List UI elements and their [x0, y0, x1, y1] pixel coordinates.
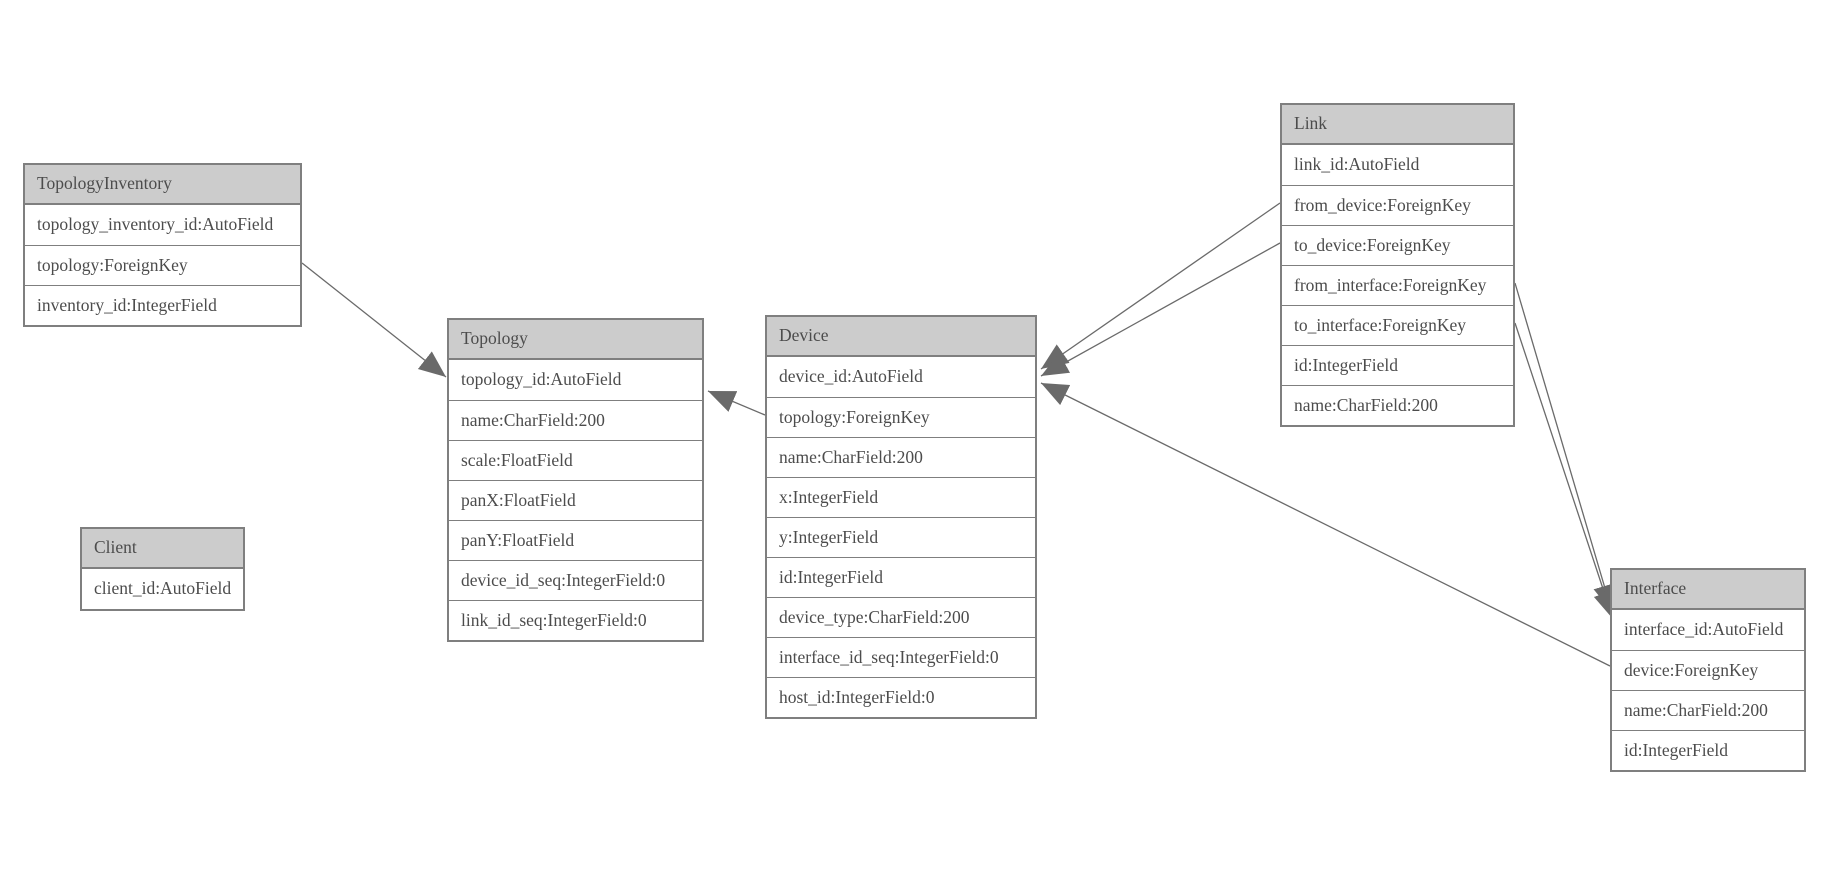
entity-topology[interactable]: Topology topology_id:AutoField name:Char…: [447, 318, 704, 642]
field-row: interface_id_seq:IntegerField:0: [767, 637, 1035, 677]
field-row: id:IntegerField: [767, 557, 1035, 597]
field-row: name:CharField:200: [449, 400, 702, 440]
edge-link-todevice-device: [1040, 242, 1281, 377]
field-row: to_device:ForeignKey: [1282, 225, 1513, 265]
entity-interface[interactable]: Interface interface_id:AutoField device:…: [1610, 568, 1806, 772]
field-row: id:IntegerField: [1612, 730, 1804, 770]
field-row: panX:FloatField: [449, 480, 702, 520]
entity-header-topology-inventory: TopologyInventory: [25, 165, 300, 205]
entity-header-client: Client: [82, 529, 243, 569]
field-row: topology:ForeignKey: [25, 245, 300, 285]
entity-header-interface: Interface: [1612, 570, 1804, 610]
edge-link-fromdevice-device: [1040, 202, 1281, 370]
field-row: panY:FloatField: [449, 520, 702, 560]
edge-link-tointerface-interface: [1514, 322, 1616, 620]
field-row: inventory_id:IntegerField: [25, 285, 300, 325]
field-row: from_interface:ForeignKey: [1282, 265, 1513, 305]
entity-header-topology: Topology: [449, 320, 702, 360]
field-row: topology:ForeignKey: [767, 397, 1035, 437]
entity-device[interactable]: Device device_id:AutoField topology:Fore…: [765, 315, 1037, 719]
field-row: name:CharField:200: [767, 437, 1035, 477]
field-row: device_type:CharField:200: [767, 597, 1035, 637]
edge-topologyinventory-topology: [301, 262, 447, 378]
field-row: topology_inventory_id:AutoField: [25, 205, 300, 245]
edge-link-frominterface-interface: [1514, 282, 1616, 613]
field-row: name:CharField:200: [1282, 385, 1513, 425]
entity-topology-inventory[interactable]: TopologyInventory topology_inventory_id:…: [23, 163, 302, 327]
field-row: y:IntegerField: [767, 517, 1035, 557]
field-row: host_id:IntegerField:0: [767, 677, 1035, 717]
field-row: x:IntegerField: [767, 477, 1035, 517]
field-row: name:CharField:200: [1612, 690, 1804, 730]
field-row: link_id:AutoField: [1282, 145, 1513, 185]
field-row: id:IntegerField: [1282, 345, 1513, 385]
entity-header-device: Device: [767, 317, 1035, 357]
edge-device-topology: [707, 390, 766, 416]
entity-link[interactable]: Link link_id:AutoField from_device:Forei…: [1280, 103, 1515, 427]
field-row: interface_id:AutoField: [1612, 610, 1804, 650]
field-row: device_id:AutoField: [767, 357, 1035, 397]
entity-client[interactable]: Client client_id:AutoField: [80, 527, 245, 611]
entity-header-link: Link: [1282, 105, 1513, 145]
field-row: device:ForeignKey: [1612, 650, 1804, 690]
field-row: topology_id:AutoField: [449, 360, 702, 400]
field-row: scale:FloatField: [449, 440, 702, 480]
field-row: client_id:AutoField: [82, 569, 243, 609]
field-row: device_id_seq:IntegerField:0: [449, 560, 702, 600]
field-row: link_id_seq:IntegerField:0: [449, 600, 702, 640]
field-row: to_interface:ForeignKey: [1282, 305, 1513, 345]
field-row: from_device:ForeignKey: [1282, 185, 1513, 225]
